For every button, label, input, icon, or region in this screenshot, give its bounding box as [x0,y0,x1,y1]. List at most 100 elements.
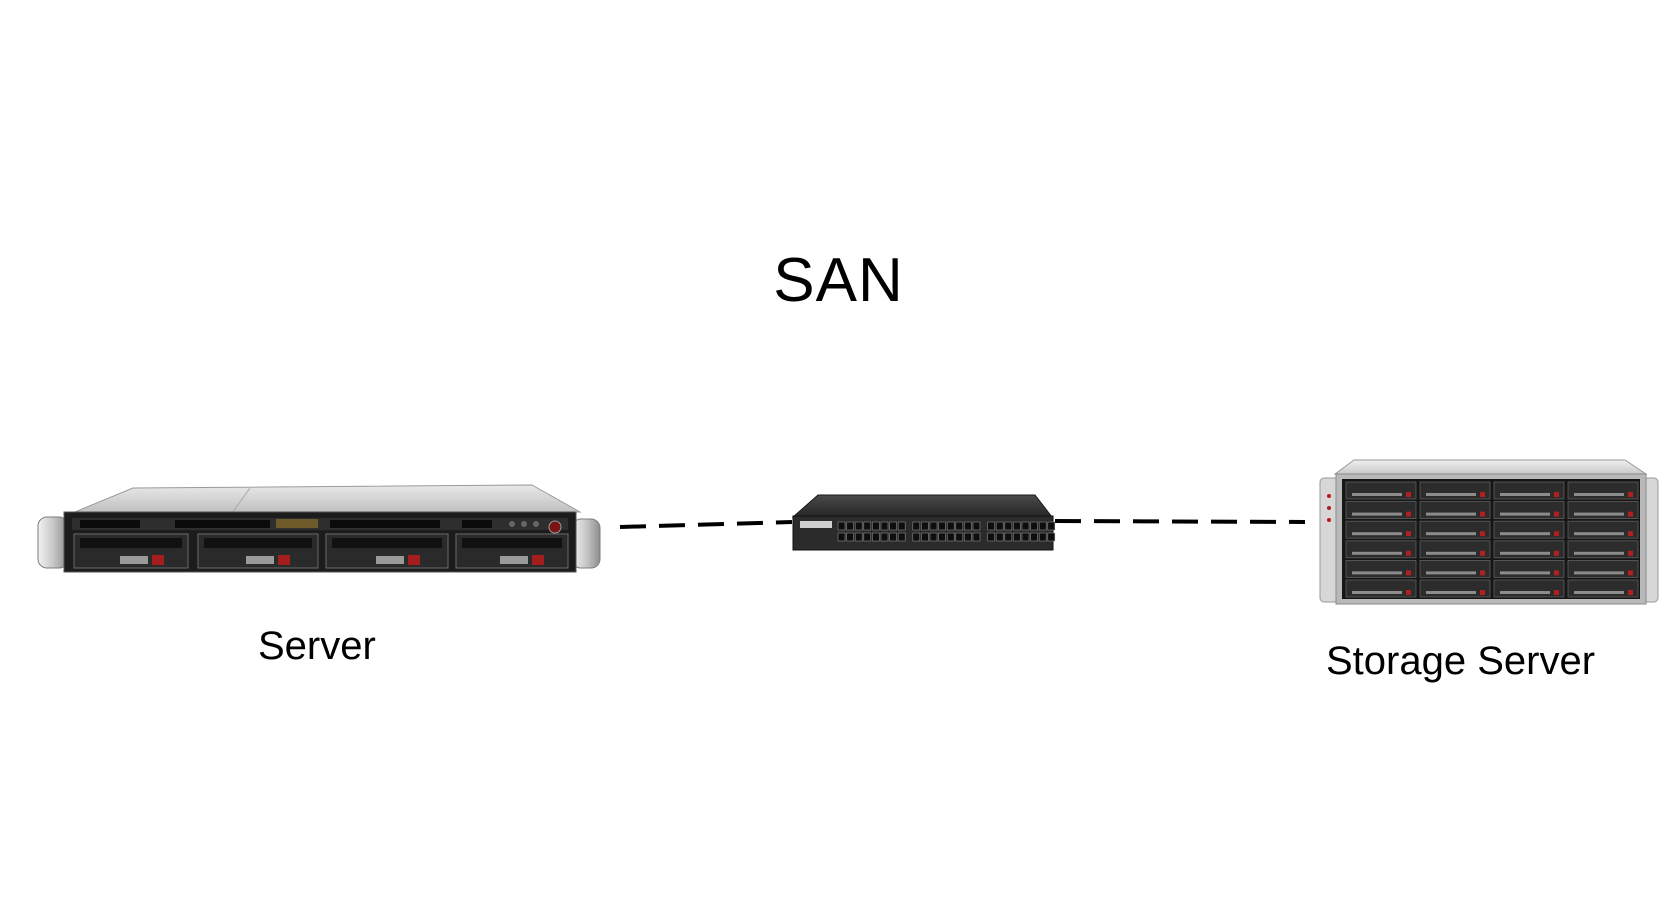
switch-port [938,532,946,542]
storage-drive-led [1554,511,1559,517]
storage-drive-handle [1426,512,1476,516]
switch-port [846,532,854,542]
storage-drive-led [1628,570,1633,576]
switch-port [872,532,880,542]
storage-drive-led [1480,511,1485,517]
storage-drive-bay [1345,540,1417,559]
storage-drive-led [1480,590,1485,595]
storage-drive-bay [1493,560,1565,578]
switch-port [912,521,921,531]
switch-port [955,521,964,531]
switch-port [1047,532,1056,542]
switch-port [987,521,995,531]
switch-port [1038,532,1047,542]
storage-drive-led [1554,531,1559,537]
switch-port [837,521,846,531]
storage-drive-led [1406,550,1411,556]
storage-drive-bay [1567,540,1639,559]
switch-port [964,521,972,531]
switch-port [1030,532,1038,542]
storage-drive-handle [1352,551,1402,555]
storage-drive-handle [1500,512,1550,516]
storage-drive-handle [1574,591,1624,594]
switch-port [964,532,972,542]
storage-drive-handle [1574,512,1624,516]
storage-drive-handle [1426,551,1476,555]
storage-drive-bays [1345,481,1639,598]
storage-drive-led [1554,590,1559,595]
storage-drive-bay [1567,579,1639,598]
storage-drive-handle [1574,551,1624,555]
switch-port [995,521,1004,531]
storage-drive-bay [1493,579,1565,598]
storage-drive-bay [1419,520,1491,539]
storage-drive-bay [1419,579,1491,598]
storage-drive-led [1480,570,1485,576]
switch-port [1047,521,1056,531]
switch-port [929,521,938,531]
switch-port [1013,521,1021,531]
storage-drive-bay [1345,501,1417,520]
switch-port [863,532,872,542]
storage-drive-led [1628,590,1633,595]
network-switch-icon [791,494,1056,551]
storage-server-4u-icon [1319,459,1659,605]
storage-drive-led [1628,531,1633,537]
switch-port [1013,532,1021,542]
storage-drive-bay [1345,560,1417,578]
switch-port [946,521,955,531]
storage-drive-led [1628,492,1633,497]
storage-drive-led [1406,590,1411,595]
switch-port [1004,532,1013,542]
storage-drive-led [1554,492,1559,497]
storage-drive-led [1406,492,1411,497]
switch-port [846,521,854,531]
storage-drive-handle [1352,532,1402,536]
storage-drive-handle [1426,591,1476,594]
diagram-title: SAN [773,246,904,315]
storage-drive-led [1628,511,1633,517]
switch-port [889,532,897,542]
switch-port [1021,521,1030,531]
link-switch-storage [1054,519,1306,524]
storage-drive-handle [1500,571,1550,575]
switch-port [1030,521,1038,531]
storage-drive-handle [1500,493,1550,496]
switch-port [987,532,995,542]
storage-drive-bay [1493,520,1565,539]
storage-drive-bay [1419,481,1491,500]
switch-port [1038,521,1047,531]
switch-port [897,532,906,542]
switch-port [921,532,929,542]
storage-drive-bay [1345,481,1417,500]
storage-drive-led [1554,570,1559,576]
storage-drive-led [1554,550,1559,556]
link-server-switch [619,520,793,529]
switch-port [929,532,938,542]
storage-drive-handle [1574,493,1624,496]
storage-drive-handle [1574,571,1624,575]
storage-drive-bay [1419,540,1491,559]
storage-drive-led [1628,550,1633,556]
switch-port [1004,521,1013,531]
storage-drive-bay [1493,540,1565,559]
storage-drive-handle [1426,532,1476,536]
storage-drive-bay [1419,560,1491,578]
storage-drive-bay [1493,481,1565,500]
switch-port [880,521,889,531]
switch-port [897,521,906,531]
storage-drive-led [1406,570,1411,576]
switch-port [972,532,981,542]
switch-port [921,521,929,531]
switch-port [880,532,889,542]
switch-port [972,521,981,531]
storage-server-label: Storage Server [1326,639,1596,683]
storage-drive-bay [1567,501,1639,520]
storage-drive-bay [1567,481,1639,500]
storage-drive-handle [1500,551,1550,555]
storage-drive-bay [1419,501,1491,520]
switch-port-grid [837,521,1056,542]
switch-port [854,521,863,531]
storage-drive-bay [1345,579,1417,598]
